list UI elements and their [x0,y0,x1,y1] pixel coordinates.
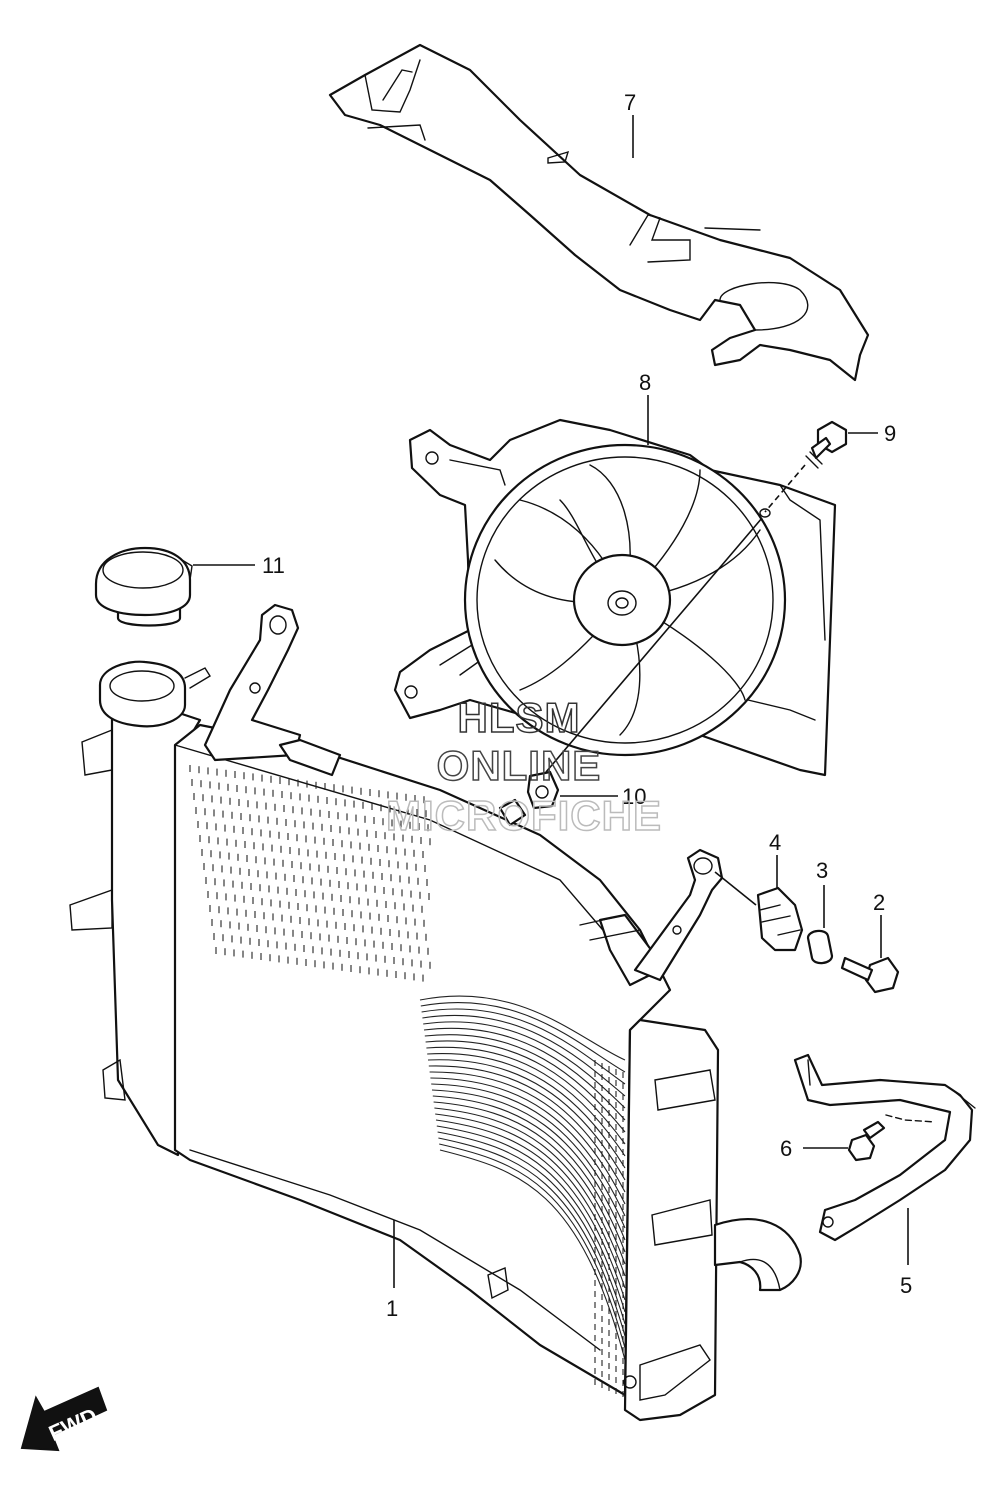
part-6-bolt[interactable] [847,1120,886,1162]
callout-2-label: 2 [873,890,885,915]
callout-3: 3 [816,858,828,928]
callout-8: 8 [639,370,651,445]
watermark: HLSM ONLINE MICROFICHE [385,693,662,840]
part-1-radiator[interactable] [69,603,802,1422]
callout-4: 4 [714,830,781,906]
part-3-collar[interactable] [806,929,834,965]
callout-5: 5 [900,1208,912,1298]
callout-9: 9 [764,421,896,513]
part-5-bracket[interactable] [793,1053,976,1242]
callout-10: 10 [545,517,763,809]
callout-8-label: 8 [639,370,651,395]
callout-2: 2 [873,890,885,958]
part-9-bolt[interactable] [805,420,848,469]
part-2-bolt[interactable] [840,956,900,994]
part-8-fan-assembly[interactable] [393,418,837,777]
part-7-bracket[interactable] [328,43,870,382]
callout-1-label: 1 [386,1296,398,1321]
callout-7: 7 [624,90,636,158]
callout-9-label: 9 [884,421,896,446]
forward-arrow-icon: FWD [20,1386,108,1452]
callout-4-label: 4 [769,830,781,855]
radiator-fins [189,765,626,1397]
callout-3-label: 3 [816,858,828,883]
callout-6-label: 6 [780,1136,792,1161]
callout-10-label: 10 [622,784,646,809]
callout-11: 11 [193,553,285,578]
callout-6: 6 [780,1136,848,1161]
watermark-line-2: ONLINE [437,742,602,789]
callout-1: 1 [386,1220,398,1321]
watermark-line-1: HLSM [458,694,581,741]
callout-7-label: 7 [624,90,636,115]
part-4-grommet[interactable] [756,886,804,952]
watermark-line-3: MICROFICHE [386,792,662,839]
callout-5-label: 5 [900,1273,912,1298]
part-10-clip-nut[interactable] [526,770,560,810]
part-11-radiator-cap[interactable] [94,546,193,627]
callout-11-label: 11 [262,553,285,578]
